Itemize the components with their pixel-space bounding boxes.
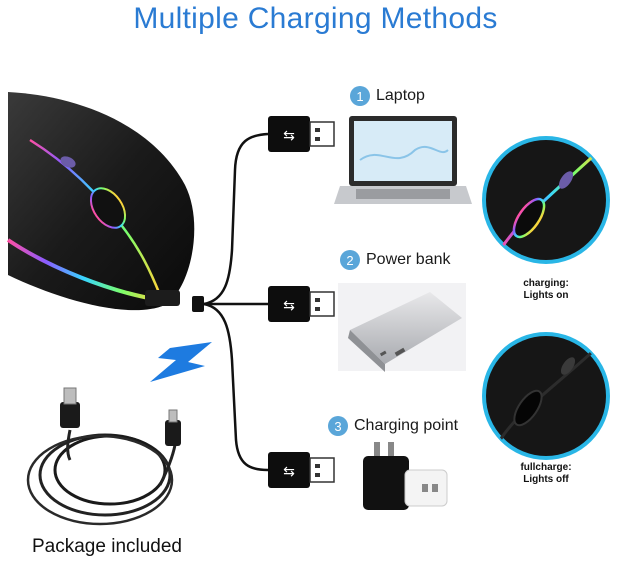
status-line: fullcharge: bbox=[520, 462, 572, 473]
status-line: Lights off bbox=[523, 474, 569, 485]
option-label: Laptop bbox=[376, 87, 425, 104]
number-badge: 1 bbox=[350, 86, 370, 106]
status-charging: charging: Lights on bbox=[491, 278, 601, 302]
mouse-closeup-lights-on bbox=[482, 136, 610, 264]
svg-text:⇆: ⇆ bbox=[283, 298, 295, 314]
status-full-charge: fullcharge: Lights off bbox=[491, 462, 601, 486]
page-title: Multiple Charging Methods bbox=[133, 2, 498, 35]
usb-plug-icon: ⇆ bbox=[268, 452, 335, 488]
svg-text:⇆: ⇆ bbox=[283, 464, 295, 480]
power-bank-image bbox=[338, 283, 466, 372]
option-label: Charging point bbox=[354, 417, 459, 434]
charger-image bbox=[363, 442, 448, 510]
usb-plug-icon: ⇆ bbox=[268, 286, 335, 322]
lightning-icon bbox=[150, 342, 212, 382]
option-laptop: 1 Laptop bbox=[350, 86, 425, 106]
mouse-image bbox=[6, 92, 195, 311]
number-badge: 2 bbox=[340, 250, 360, 270]
package-label: Package included bbox=[32, 536, 182, 557]
option-label: Power bank bbox=[366, 251, 451, 268]
cable-image bbox=[26, 387, 181, 526]
number-badge: 3 bbox=[328, 416, 348, 436]
option-charging-point: 3 Charging point bbox=[328, 416, 458, 436]
mouse-closeup-lights-off bbox=[482, 332, 610, 460]
usb-plug-icon: ⇆ bbox=[268, 116, 335, 152]
status-line: charging: bbox=[523, 278, 569, 289]
option-power-bank: 2 Power bank bbox=[340, 250, 451, 270]
status-line: Lights on bbox=[523, 290, 569, 301]
svg-text:⇆: ⇆ bbox=[283, 128, 295, 144]
laptop-image bbox=[334, 116, 472, 204]
